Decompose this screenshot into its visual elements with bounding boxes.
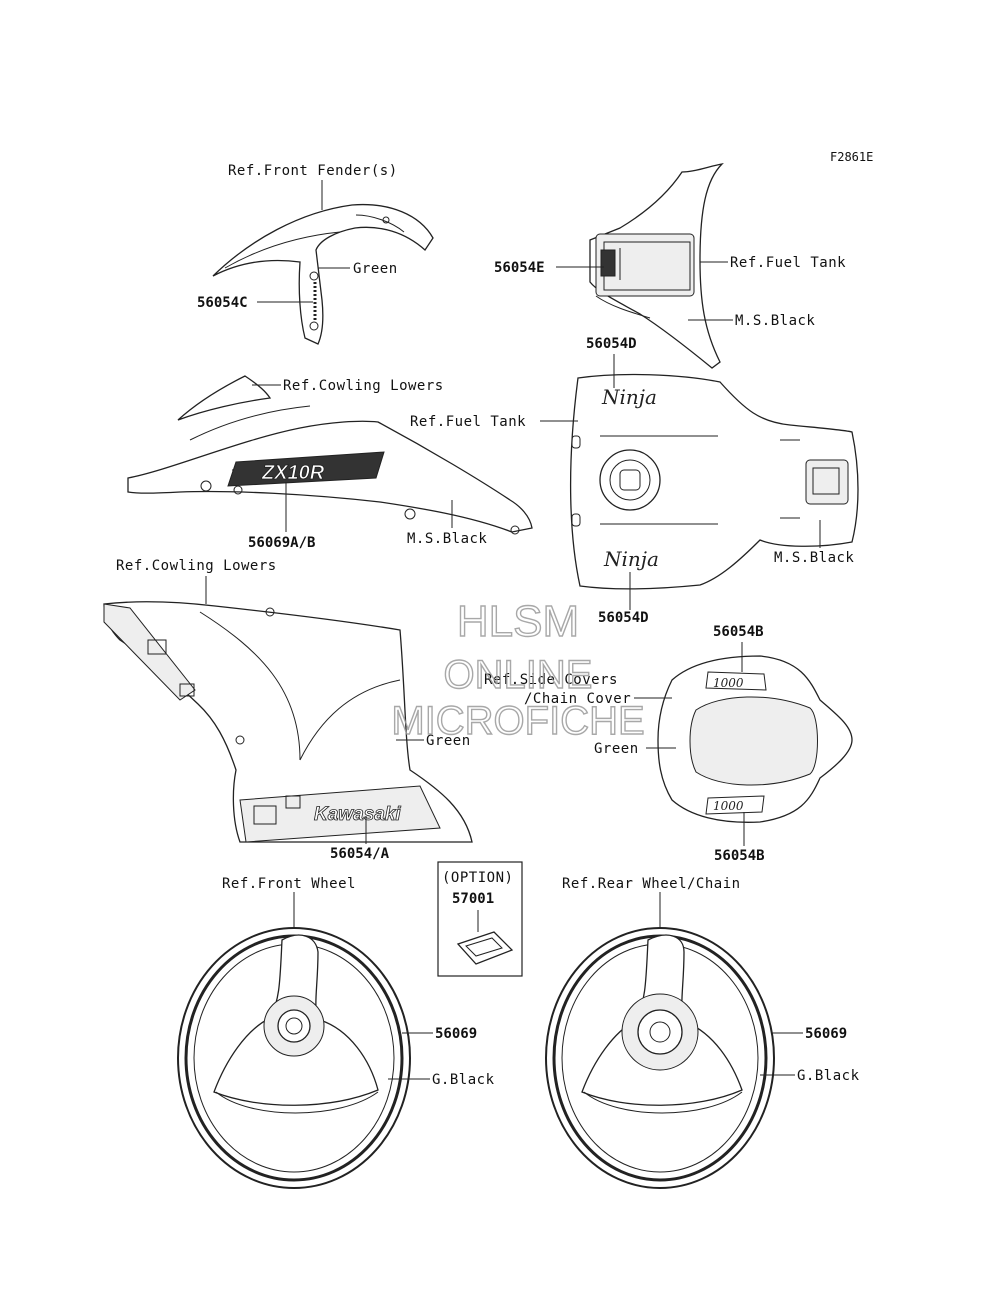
watermark: HLSM ONLINE MICROFICHE: [391, 596, 646, 743]
label-green-cowl: Green: [426, 733, 471, 749]
label-ref-front-wheel: Ref.Front Wheel: [222, 876, 356, 892]
label-option: (OPTION): [442, 870, 513, 886]
part-56054E: 56054E: [494, 260, 545, 276]
label-gblack-rear: G.Black: [797, 1068, 860, 1084]
part-56054B-bottom: 56054B: [714, 848, 765, 864]
part-56069-rear: 56069: [805, 1026, 847, 1042]
label-ref-fuel-tank-mid: Ref.Fuel Tank: [410, 414, 526, 430]
option-part-drawing: [456, 931, 514, 965]
part-56054B-top: 56054B: [713, 624, 764, 640]
label-chain-cover: /Chain Cover: [524, 691, 631, 707]
kawasaki-decal: Kawasaki: [314, 804, 401, 825]
label-ref-rear-wheel: Ref.Rear Wheel/Chain: [562, 876, 741, 892]
label-ref-side-covers: Ref.Side Covers: [484, 672, 618, 688]
zx10r-decal: ZX10R: [261, 462, 325, 484]
lower-fairing-drawing: Kawasaki: [103, 601, 473, 843]
ninja-decal-bottom: Ninja: [603, 547, 659, 571]
tail-cowl-drawing: [589, 163, 724, 369]
label-ref-cowling-lowers-2: Ref.Cowling Lowers: [116, 558, 277, 574]
figure-id: F2861E: [830, 150, 873, 164]
label-ref-front-fender: Ref.Front Fender(s): [228, 163, 398, 179]
part-57001: 57001: [452, 891, 494, 907]
label-gblack-front: G.Black: [432, 1072, 495, 1088]
label-ms-black-tail: M.S.Black: [735, 313, 815, 329]
part-56054C: 56054C: [197, 295, 248, 311]
watermark-line3: MICROFICHE: [391, 699, 644, 743]
1000-decal-bottom: 1000: [713, 799, 744, 813]
watermark-line1: HLSM: [457, 597, 579, 646]
ninja-decal-top: Ninja: [601, 385, 657, 409]
rear-wheel-drawing: [545, 927, 775, 1189]
part-56069AB: 56069A/B: [248, 535, 315, 551]
1000-decal-top: 1000: [713, 676, 744, 690]
front-wheel-drawing: [177, 927, 411, 1189]
part-56054A: 56054/A: [330, 846, 390, 862]
label-green-side: Green: [594, 741, 639, 757]
part-56069-front: 56069: [435, 1026, 477, 1042]
label-green-fender: Green: [353, 261, 398, 277]
part-56054D-top: 56054D: [586, 336, 637, 352]
part-56054D-bottom: 56054D: [598, 610, 649, 626]
label-ref-fuel-tank-top: Ref.Fuel Tank: [730, 255, 846, 271]
label-ms-black-tank: M.S.Black: [774, 550, 854, 566]
watermark-line2: ONLINE: [444, 653, 593, 697]
seat-cowl-drawing: 1000 1000: [657, 655, 853, 823]
fuel-tank-drawing: Ninja Ninja: [569, 373, 859, 590]
front-fender-drawing: [212, 203, 434, 345]
label-ref-cowling-lowers-1: Ref.Cowling Lowers: [283, 378, 444, 394]
upper-cowling-drawing: ZX10R: [127, 375, 533, 535]
label-ms-black-cowl: M.S.Black: [407, 531, 487, 547]
